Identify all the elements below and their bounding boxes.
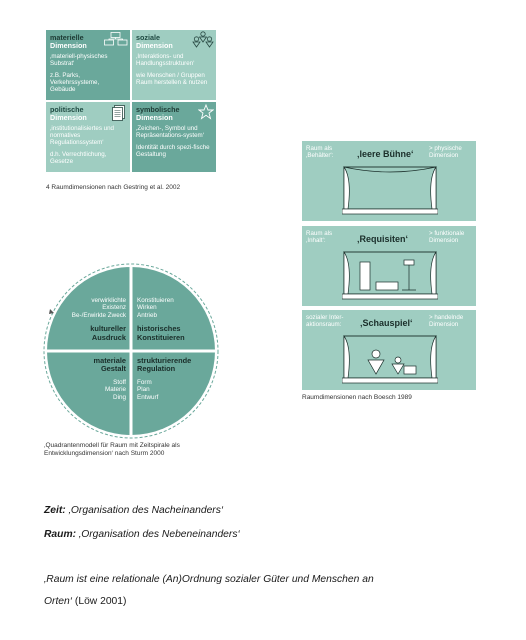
cell-desc: ‚materiell-physisches Substrat‘ xyxy=(50,53,108,68)
time-spiral xyxy=(43,263,219,439)
theatre-box-leere-buehne: Raum als‚Behälter‘: ‚leere Bühne‘ > phys… xyxy=(302,141,476,221)
box-main-title: ‚Schauspiel‘ xyxy=(360,318,413,328)
quadrant-top-left xyxy=(47,267,131,351)
props-stage-icon xyxy=(342,250,438,300)
quote-raum: Raum: ‚Organisation des Nebeneinanders‘ xyxy=(44,529,240,540)
cell-example: Identität durch spezi-fische Gestaltung xyxy=(136,144,210,159)
cell-desc: ‚Interaktions- und Handlungsstrukturen‘ xyxy=(136,53,195,68)
box-main-title: ‚leere Bühne‘ xyxy=(357,149,414,159)
cell-example: wie Menschen / Gruppen Raum herstellen &… xyxy=(136,72,208,87)
document-icon xyxy=(112,105,125,121)
star-icon xyxy=(198,104,214,120)
quote-zeit: Zeit: ‚Organisation des Nacheinanders‘ xyxy=(44,505,224,516)
empty-stage-icon xyxy=(342,165,438,215)
quote-loew-line2: Orten‘ (Löw 2001) xyxy=(44,596,127,607)
quadrant-top-right xyxy=(131,267,215,351)
grid-caption: 4 Raumdimensionen nach Gestring et al. 2… xyxy=(46,184,181,191)
box-left-label: Raum als‚Behälter‘: xyxy=(306,145,334,159)
theatre-caption: Raumdimensionen nach Boesch 1989 xyxy=(302,394,412,401)
circle-caption: ‚Quadrantenmodell für Raum mit Zeitspira… xyxy=(44,442,180,457)
spiral-arrow-icon xyxy=(49,309,54,314)
cell-desc: ‚Zeichen-, Symbol und Repräsentations-sy… xyxy=(136,125,205,140)
quadrant-bottom-left xyxy=(47,351,131,435)
box-left-label: sozialer Inter-aktionsraum: xyxy=(306,314,344,328)
cell-example: z.B. Parks, Verkehrssysteme, Gebäude xyxy=(50,72,100,94)
network-icon xyxy=(104,32,128,46)
theatre-box-requisiten: Raum als‚Inhalt‘: ‚Requisiten‘ > funktio… xyxy=(302,226,476,306)
cell-desc: ‚institutionalisiertes und normatives Re… xyxy=(50,125,114,147)
quote-loew-line1: ‚Raum ist eine relationale (An)Ordnung s… xyxy=(44,574,374,585)
quadrant-bottom-right xyxy=(131,351,215,435)
box-main-title: ‚Requisiten‘ xyxy=(357,234,409,244)
cell-example: d.h. Verrechtlichung, Gesetze xyxy=(50,151,107,166)
theatre-box-schauspiel: sozialer Inter-aktionsraum: ‚Schauspiel‘… xyxy=(302,310,476,390)
box-left-label: Raum als‚Inhalt‘: xyxy=(306,230,333,244)
acting-stage-icon xyxy=(342,334,438,384)
quadrant-circle xyxy=(43,263,219,439)
people-icon xyxy=(192,31,214,48)
